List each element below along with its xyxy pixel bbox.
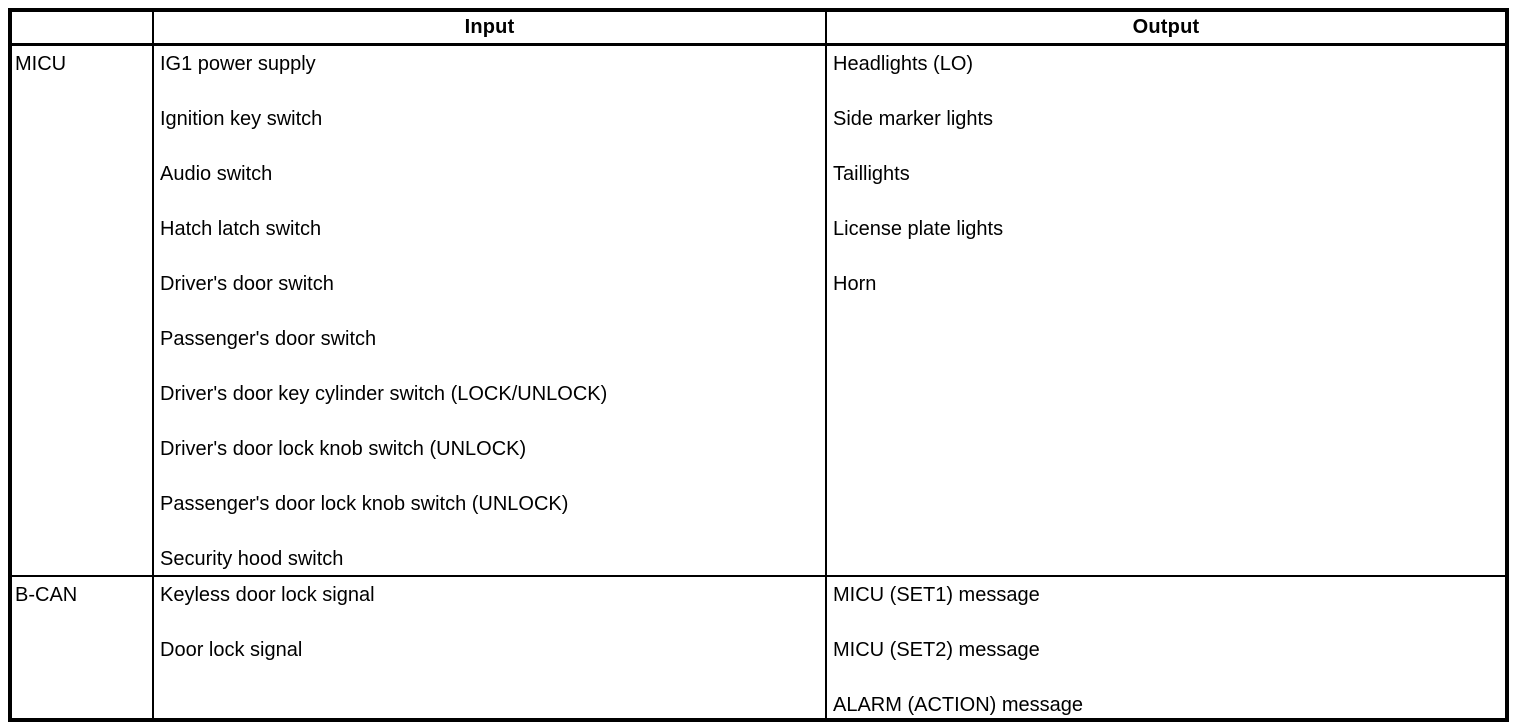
cell-line: Driver's door lock knob switch (UNLOCK) xyxy=(160,438,527,460)
row-label-bcan: B-CAN xyxy=(12,577,154,718)
cell-line: Side marker lights xyxy=(833,108,994,130)
cell-line: Taillights xyxy=(833,163,910,185)
cell-line: Driver's door switch xyxy=(160,273,334,295)
cell-line: Headlights (LO) xyxy=(833,53,974,75)
cell-line: Ignition key switch xyxy=(160,108,323,130)
cell-line: Passenger's door lock knob switch (UNLOC… xyxy=(160,493,569,515)
cell-line: Keyless door lock signal xyxy=(160,584,375,606)
cell-line: Door lock signal xyxy=(160,639,303,661)
cell-line: Security hood switch xyxy=(160,548,344,570)
corner-cell xyxy=(12,12,154,46)
column-header-input: Input xyxy=(154,12,827,46)
cell-line: License plate lights xyxy=(833,218,1004,240)
cell-line: IG1 power supply xyxy=(160,53,316,75)
cell-line: Horn xyxy=(833,273,877,295)
column-header-output: Output xyxy=(827,12,1505,46)
cell-line: MICU (SET1) message xyxy=(833,584,1040,606)
row-label-micu: MICU xyxy=(12,46,154,577)
cell-line: Hatch latch switch xyxy=(160,218,322,240)
cell-line: ALARM (ACTION) message xyxy=(833,694,1084,716)
cell-line: MICU (SET2) message xyxy=(833,639,1040,661)
cell-line: Audio switch xyxy=(160,163,273,185)
cell-line: Passenger's door switch xyxy=(160,328,377,350)
cell-line: Driver's door key cylinder switch (LOCK/… xyxy=(160,383,608,405)
